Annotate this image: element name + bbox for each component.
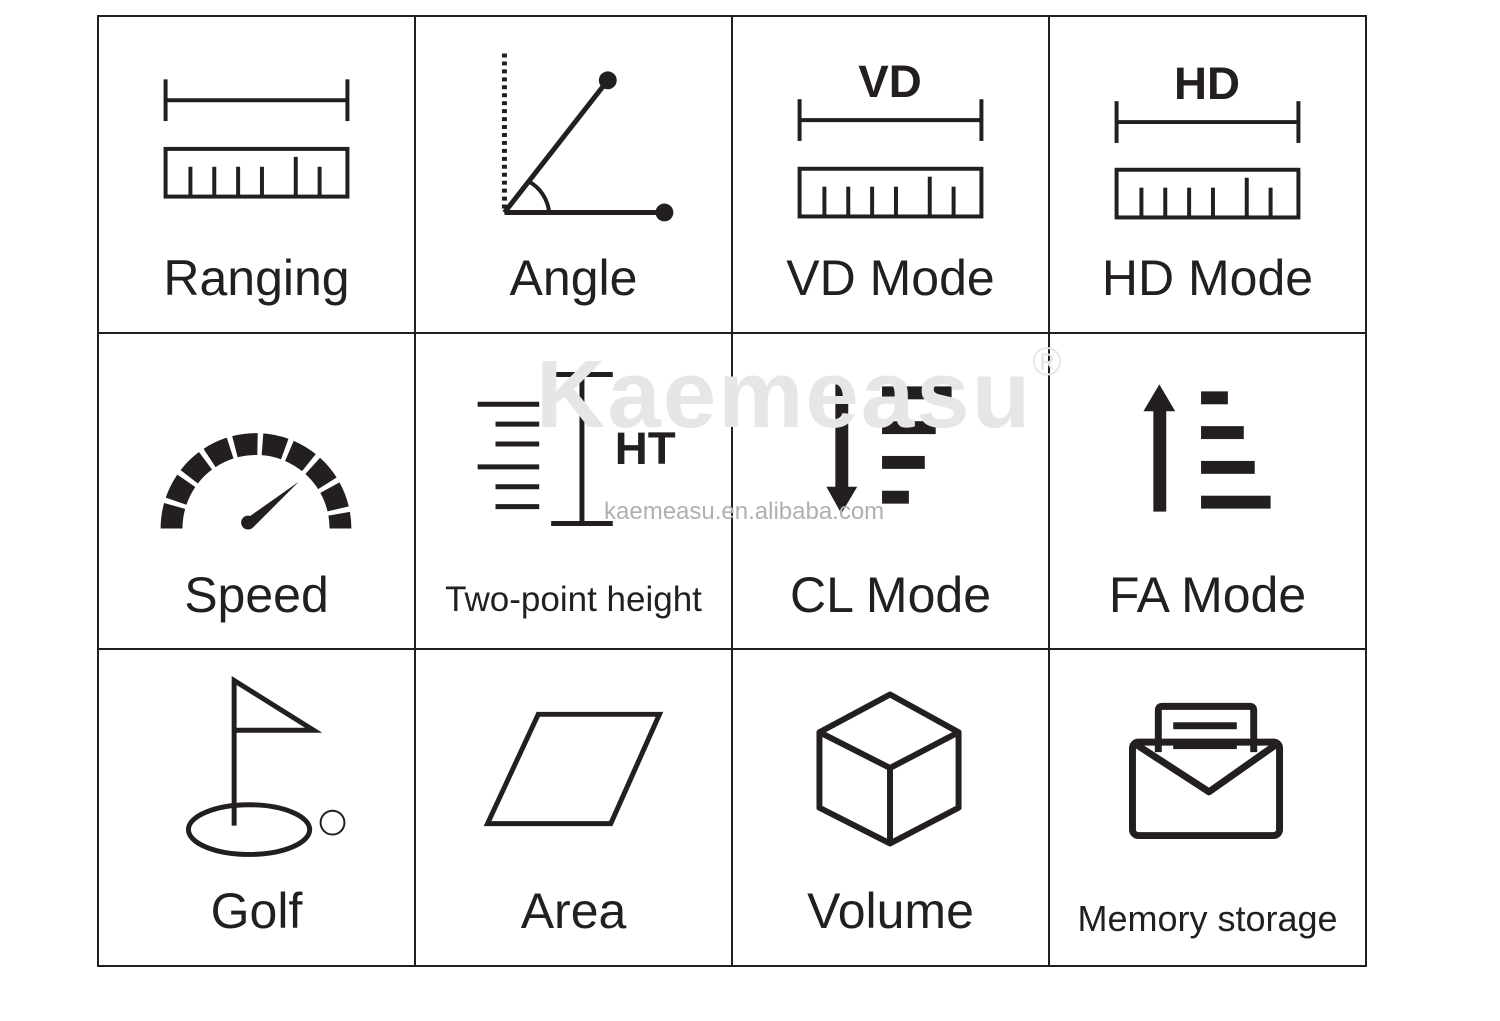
envelope-icon bbox=[1128, 703, 1284, 840]
cell-label: Area bbox=[520, 883, 627, 940]
cell-golf: Golf bbox=[99, 650, 416, 967]
function-icon-grid: Ranging Angle VD bbox=[97, 15, 1367, 967]
cell-area: Area bbox=[416, 650, 733, 967]
cell-label: HD Mode bbox=[1101, 250, 1314, 306]
arrow-up-bars-icon bbox=[1143, 384, 1271, 512]
cell-label: VD Mode bbox=[786, 250, 995, 306]
cell-label: Speed bbox=[184, 566, 329, 623]
height-icon: HT bbox=[477, 371, 676, 526]
cell-memory-storage: Memory storage bbox=[1050, 650, 1367, 967]
vd-icon-text: VD bbox=[858, 56, 921, 107]
cell-label: Volume bbox=[807, 883, 974, 940]
vertical-distance-icon: VD bbox=[797, 56, 984, 219]
cell-volume: Volume bbox=[733, 650, 1050, 967]
parallelogram-icon bbox=[483, 712, 664, 827]
ruler-distance-icon bbox=[163, 79, 350, 199]
cell-speed: Speed bbox=[99, 333, 416, 651]
cell-label: CL Mode bbox=[789, 566, 992, 623]
ht-icon-text: HT bbox=[615, 423, 676, 474]
speedometer-icon bbox=[160, 432, 352, 530]
cell-label: Angle bbox=[509, 250, 638, 306]
cell-label: FA Mode bbox=[1108, 566, 1307, 623]
cell-label: Memory storage bbox=[1077, 898, 1338, 940]
cell-label: Two-point height bbox=[445, 579, 702, 619]
golf-flag-icon bbox=[185, 676, 346, 858]
cell-label: Golf bbox=[210, 883, 303, 940]
cell-hd-mode: HD HD Mode bbox=[1050, 17, 1367, 334]
cell-fa-mode: FA Mode bbox=[1050, 333, 1367, 651]
cell-angle: Angle bbox=[416, 17, 733, 334]
arrow-down-bars-icon bbox=[826, 384, 952, 514]
horizontal-distance-icon: HD bbox=[1114, 58, 1301, 220]
cell-label: Ranging bbox=[163, 250, 350, 306]
angle-icon bbox=[501, 53, 674, 222]
cell-cl-mode: CL Mode bbox=[733, 333, 1050, 651]
cell-vd-mode: VD VD Mode bbox=[733, 17, 1050, 334]
cell-ranging: Ranging bbox=[99, 17, 416, 334]
cell-two-point-height: HT Two-point height bbox=[416, 333, 733, 651]
hd-icon-text: HD bbox=[1174, 58, 1240, 109]
cube-icon bbox=[816, 691, 962, 847]
